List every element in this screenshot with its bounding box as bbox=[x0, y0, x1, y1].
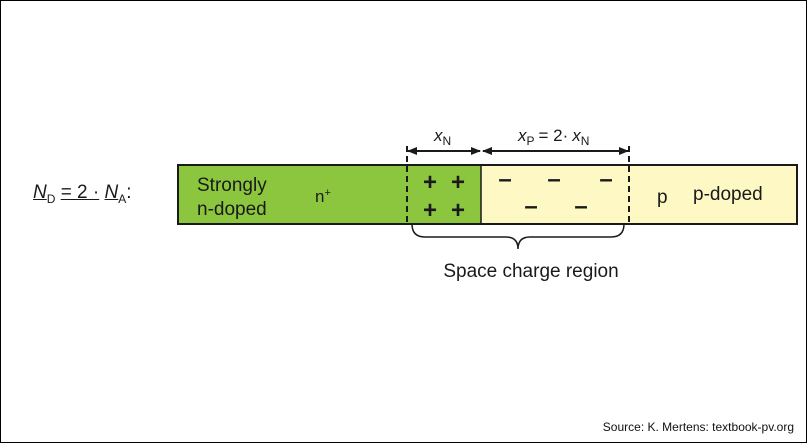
positive-charge: + bbox=[451, 197, 465, 224]
negative-charge: – bbox=[599, 166, 612, 193]
source-credit: Source: K. Mertens: textbook-pv.org bbox=[602, 420, 794, 434]
positive-charge: + bbox=[423, 197, 437, 224]
xp-label: xP= 2·xN bbox=[517, 126, 589, 148]
space-charge-brace bbox=[411, 223, 625, 250]
strongly-label: Strongly bbox=[197, 175, 267, 196]
n-plus-label: n+ bbox=[315, 187, 331, 206]
negative-charge: – bbox=[574, 193, 587, 220]
equals-two: = 2 · bbox=[60, 182, 100, 203]
nd-subscript: D bbox=[46, 191, 56, 206]
na-subscript: A bbox=[118, 191, 127, 206]
nd-symbol: N bbox=[33, 182, 47, 203]
n-region bbox=[178, 165, 481, 224]
p-doped-label: p-doped bbox=[693, 184, 763, 205]
na-symbol: N bbox=[104, 182, 119, 203]
space-charge-label: Space charge region bbox=[443, 261, 618, 282]
p-label: p bbox=[657, 187, 668, 208]
nd-term: ND bbox=[33, 182, 56, 206]
equation-colon: : bbox=[126, 182, 132, 203]
p-region bbox=[481, 165, 797, 224]
doping-equation: ND = 2 · NA: bbox=[33, 182, 132, 206]
positive-charge: + bbox=[451, 169, 465, 196]
n-doped-label: n-doped bbox=[197, 199, 267, 220]
bar-outline bbox=[177, 164, 798, 225]
negative-charge: – bbox=[498, 166, 511, 193]
negative-charge: – bbox=[547, 166, 560, 193]
negative-charge: – bbox=[524, 193, 537, 220]
xn-label: xN bbox=[433, 126, 451, 148]
na-term: NA bbox=[104, 182, 127, 206]
positive-charge: + bbox=[423, 169, 437, 196]
